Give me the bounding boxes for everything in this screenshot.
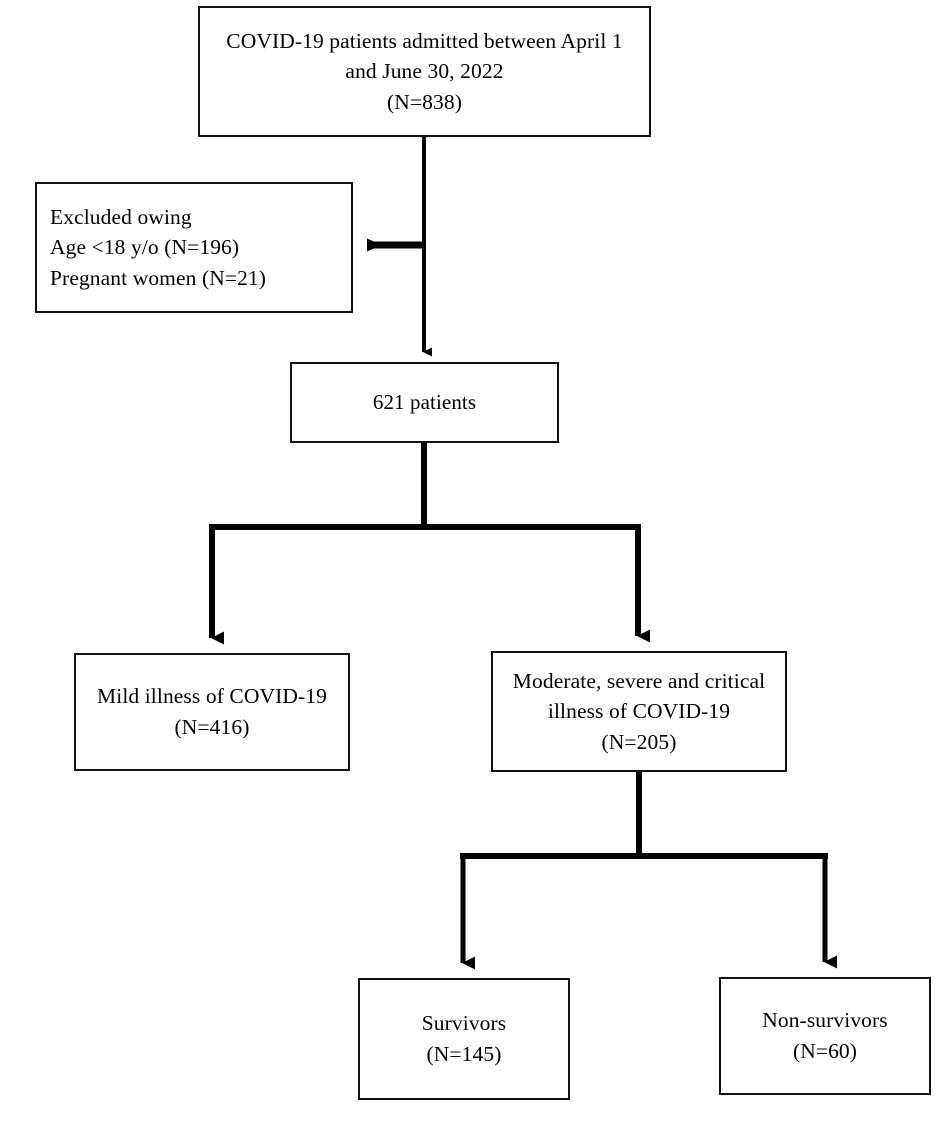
mild-illness-count: (N=416) xyxy=(174,715,250,739)
survivors-box: Survivors (N=145) xyxy=(358,978,570,1100)
eligible-count: 621 patients xyxy=(372,389,477,414)
admitted-count: (N=838) xyxy=(387,89,462,114)
non-survivors-box: Non-survivors (N=60) xyxy=(719,977,931,1095)
moderate-illness-line-2: illness of COVID-19 xyxy=(547,699,731,724)
admitted-line-2: and June 30, 2022 xyxy=(345,59,504,84)
moderate-illness-line-1: Moderate, severe and critical xyxy=(512,668,766,693)
moderate-illness-count: (N=205) xyxy=(601,729,677,754)
survivors-count: (N=145) xyxy=(426,1042,502,1066)
excluded-pregnancy-criterion: Pregnant women (N=21) xyxy=(50,265,267,290)
admitted-patients-box: COVID-19 patients admitted between April… xyxy=(198,6,651,137)
non-survivors-count: (N=60) xyxy=(792,1039,858,1063)
excluded-heading: Excluded owing xyxy=(50,204,192,229)
admitted-line-1: COVID-19 patients admitted between April… xyxy=(226,28,623,53)
mild-illness-label: Mild illness of COVID-19 xyxy=(97,684,327,709)
survivors-label: Survivors xyxy=(421,1011,507,1036)
eligible-patients-box: 621 patients xyxy=(290,362,559,443)
moderate-severe-critical-illness-box: Moderate, severe and critical illness of… xyxy=(491,651,787,772)
excluded-patients-box: Excluded owing Age <18 y/o (N=196) Pregn… xyxy=(35,182,353,313)
mild-illness-box: Mild illness of COVID-19 (N=416) xyxy=(74,653,350,771)
non-survivors-label: Non-survivors xyxy=(762,1008,888,1033)
excluded-age-criterion: Age <18 y/o (N=196) xyxy=(50,235,240,260)
